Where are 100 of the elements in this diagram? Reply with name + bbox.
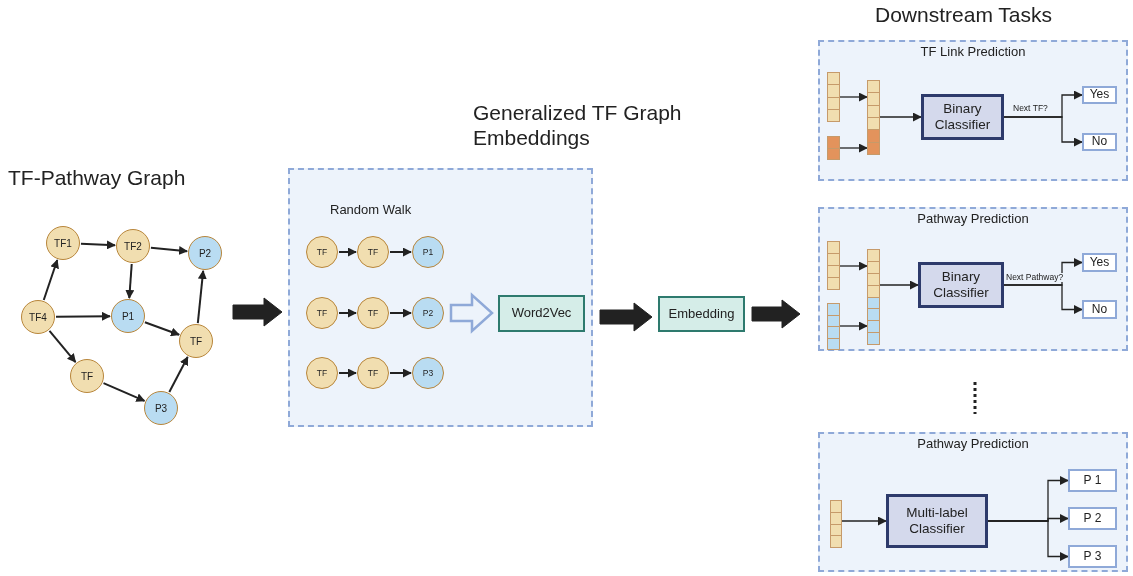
output-box	[1068, 545, 1117, 568]
box-label: P 2	[1082, 511, 1103, 526]
block-arrow	[232, 297, 283, 327]
output-box	[1068, 507, 1117, 530]
graph-node-circle	[412, 357, 444, 389]
arrow	[149, 246, 189, 255]
block-arrow	[599, 302, 653, 332]
node-label: TF	[80, 370, 94, 382]
classifier-box	[918, 262, 1004, 308]
node-label: TF	[189, 335, 203, 347]
output-box	[1082, 300, 1117, 319]
panel-subheading: Random Walk	[330, 202, 413, 218]
dashed-panel	[818, 40, 1128, 181]
graph-node-circle	[70, 359, 104, 393]
node-label: TF	[367, 247, 379, 257]
box-label: P 3	[1082, 549, 1103, 564]
panel-heading: Generalized TF Graph Embeddings	[473, 100, 683, 151]
arrow	[839, 321, 868, 331]
section-heading: TF-Pathway Graph	[8, 166, 186, 190]
node-label: TF	[316, 308, 328, 318]
graph-node-circle	[306, 297, 338, 329]
arrow	[338, 308, 357, 318]
graph-node-circle	[306, 236, 338, 268]
arrow	[80, 240, 116, 250]
graph-node-circle	[144, 391, 178, 425]
output-box	[1082, 86, 1117, 104]
panel-heading: TF Link Prediction	[919, 44, 1027, 60]
node-label: TF	[367, 368, 379, 378]
panel-heading: Pathway Prediction	[916, 211, 1030, 227]
arrow	[55, 311, 111, 321]
arrow	[841, 516, 887, 526]
graph-node-circle	[188, 236, 222, 270]
dashed-panel	[818, 207, 1128, 351]
node-label: TF4	[29, 311, 47, 323]
box-label: Yes	[1088, 88, 1111, 102]
block-arrow	[449, 292, 494, 334]
dashed-panel	[818, 432, 1128, 572]
vector-bar	[867, 249, 880, 345]
output-box	[1068, 469, 1117, 492]
classifier-box	[921, 94, 1004, 140]
edge-label: Next Pathway?	[1005, 273, 1065, 282]
node-label: P3	[154, 402, 168, 414]
vector-bar	[827, 136, 840, 160]
node-label: TF	[316, 247, 328, 257]
graph-node-circle	[111, 299, 145, 333]
block-arrow	[751, 299, 801, 329]
arrow	[48, 329, 77, 364]
arrow	[143, 321, 181, 337]
arrow	[987, 520, 1069, 561]
box-label: No	[1090, 135, 1109, 149]
node-label: TF	[367, 308, 379, 318]
node-label: P1	[422, 247, 434, 257]
box-label: Word2Vec	[510, 306, 573, 321]
edge-label: Next TF?	[1012, 104, 1049, 113]
box-label: Yes	[1088, 255, 1111, 270]
arrow	[389, 247, 412, 257]
node-label: P1	[121, 310, 135, 322]
arrow	[1003, 116, 1083, 147]
output-box	[1082, 133, 1117, 151]
output-box	[1082, 253, 1117, 272]
box-label: Binary Classifier	[932, 269, 990, 301]
classifier-box	[886, 494, 988, 548]
box-label: Embedding	[667, 306, 736, 322]
vector-bar	[830, 500, 842, 548]
vector-bar	[827, 241, 840, 290]
graph-node-circle	[357, 297, 389, 329]
node-label: P2	[198, 247, 212, 259]
node-label: P3	[422, 368, 434, 378]
box-label: No	[1090, 302, 1109, 317]
arrow	[389, 308, 412, 318]
arrow	[1003, 284, 1083, 314]
node-label: TF1	[54, 237, 72, 249]
node-label: TF	[316, 368, 328, 378]
arrow	[42, 259, 59, 301]
arrow	[125, 262, 135, 300]
vector-bar	[867, 80, 880, 155]
vector-bar	[827, 303, 840, 350]
arrow	[839, 143, 868, 153]
arrow	[338, 247, 357, 257]
section-heading: Downstream Tasks	[875, 3, 1052, 27]
arrow	[879, 112, 922, 122]
process-box	[498, 295, 585, 332]
graph-node-circle	[306, 357, 338, 389]
vector-bar	[827, 72, 840, 122]
arrow	[389, 368, 412, 378]
arrow	[338, 368, 357, 378]
graph-node-circle	[21, 300, 55, 334]
process-box	[658, 296, 745, 332]
arrow	[879, 280, 919, 290]
node-label: TF2	[124, 240, 142, 252]
arrow	[196, 269, 207, 325]
graph-node-circle	[116, 229, 150, 263]
graph-node-circle	[357, 357, 389, 389]
arrow	[102, 382, 146, 402]
node-label: P2	[422, 308, 434, 318]
graph-node-circle	[46, 226, 80, 260]
graph-node-circle	[357, 236, 389, 268]
graph-node-circle	[412, 297, 444, 329]
graph-node-circle	[412, 236, 444, 268]
box-label: P 1	[1082, 473, 1103, 488]
